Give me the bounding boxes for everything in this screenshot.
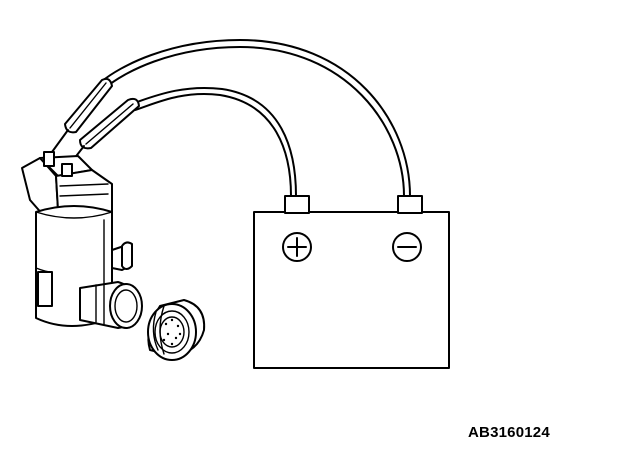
wire-positive [130,87,297,197]
positive-terminal-post [284,195,310,214]
clip-sleeve-positive [79,97,140,150]
figure-code: AB3160124 [468,424,550,441]
washer-pump [21,151,143,329]
negative-terminal-icon [392,232,422,262]
grommet-texture [162,318,182,346]
positive-terminal-icon [282,232,312,262]
battery [253,195,450,369]
clip-sleeve-negative [64,77,113,134]
wire-negative [100,39,411,197]
grommet [147,299,206,361]
negative-terminal-post [397,195,423,214]
